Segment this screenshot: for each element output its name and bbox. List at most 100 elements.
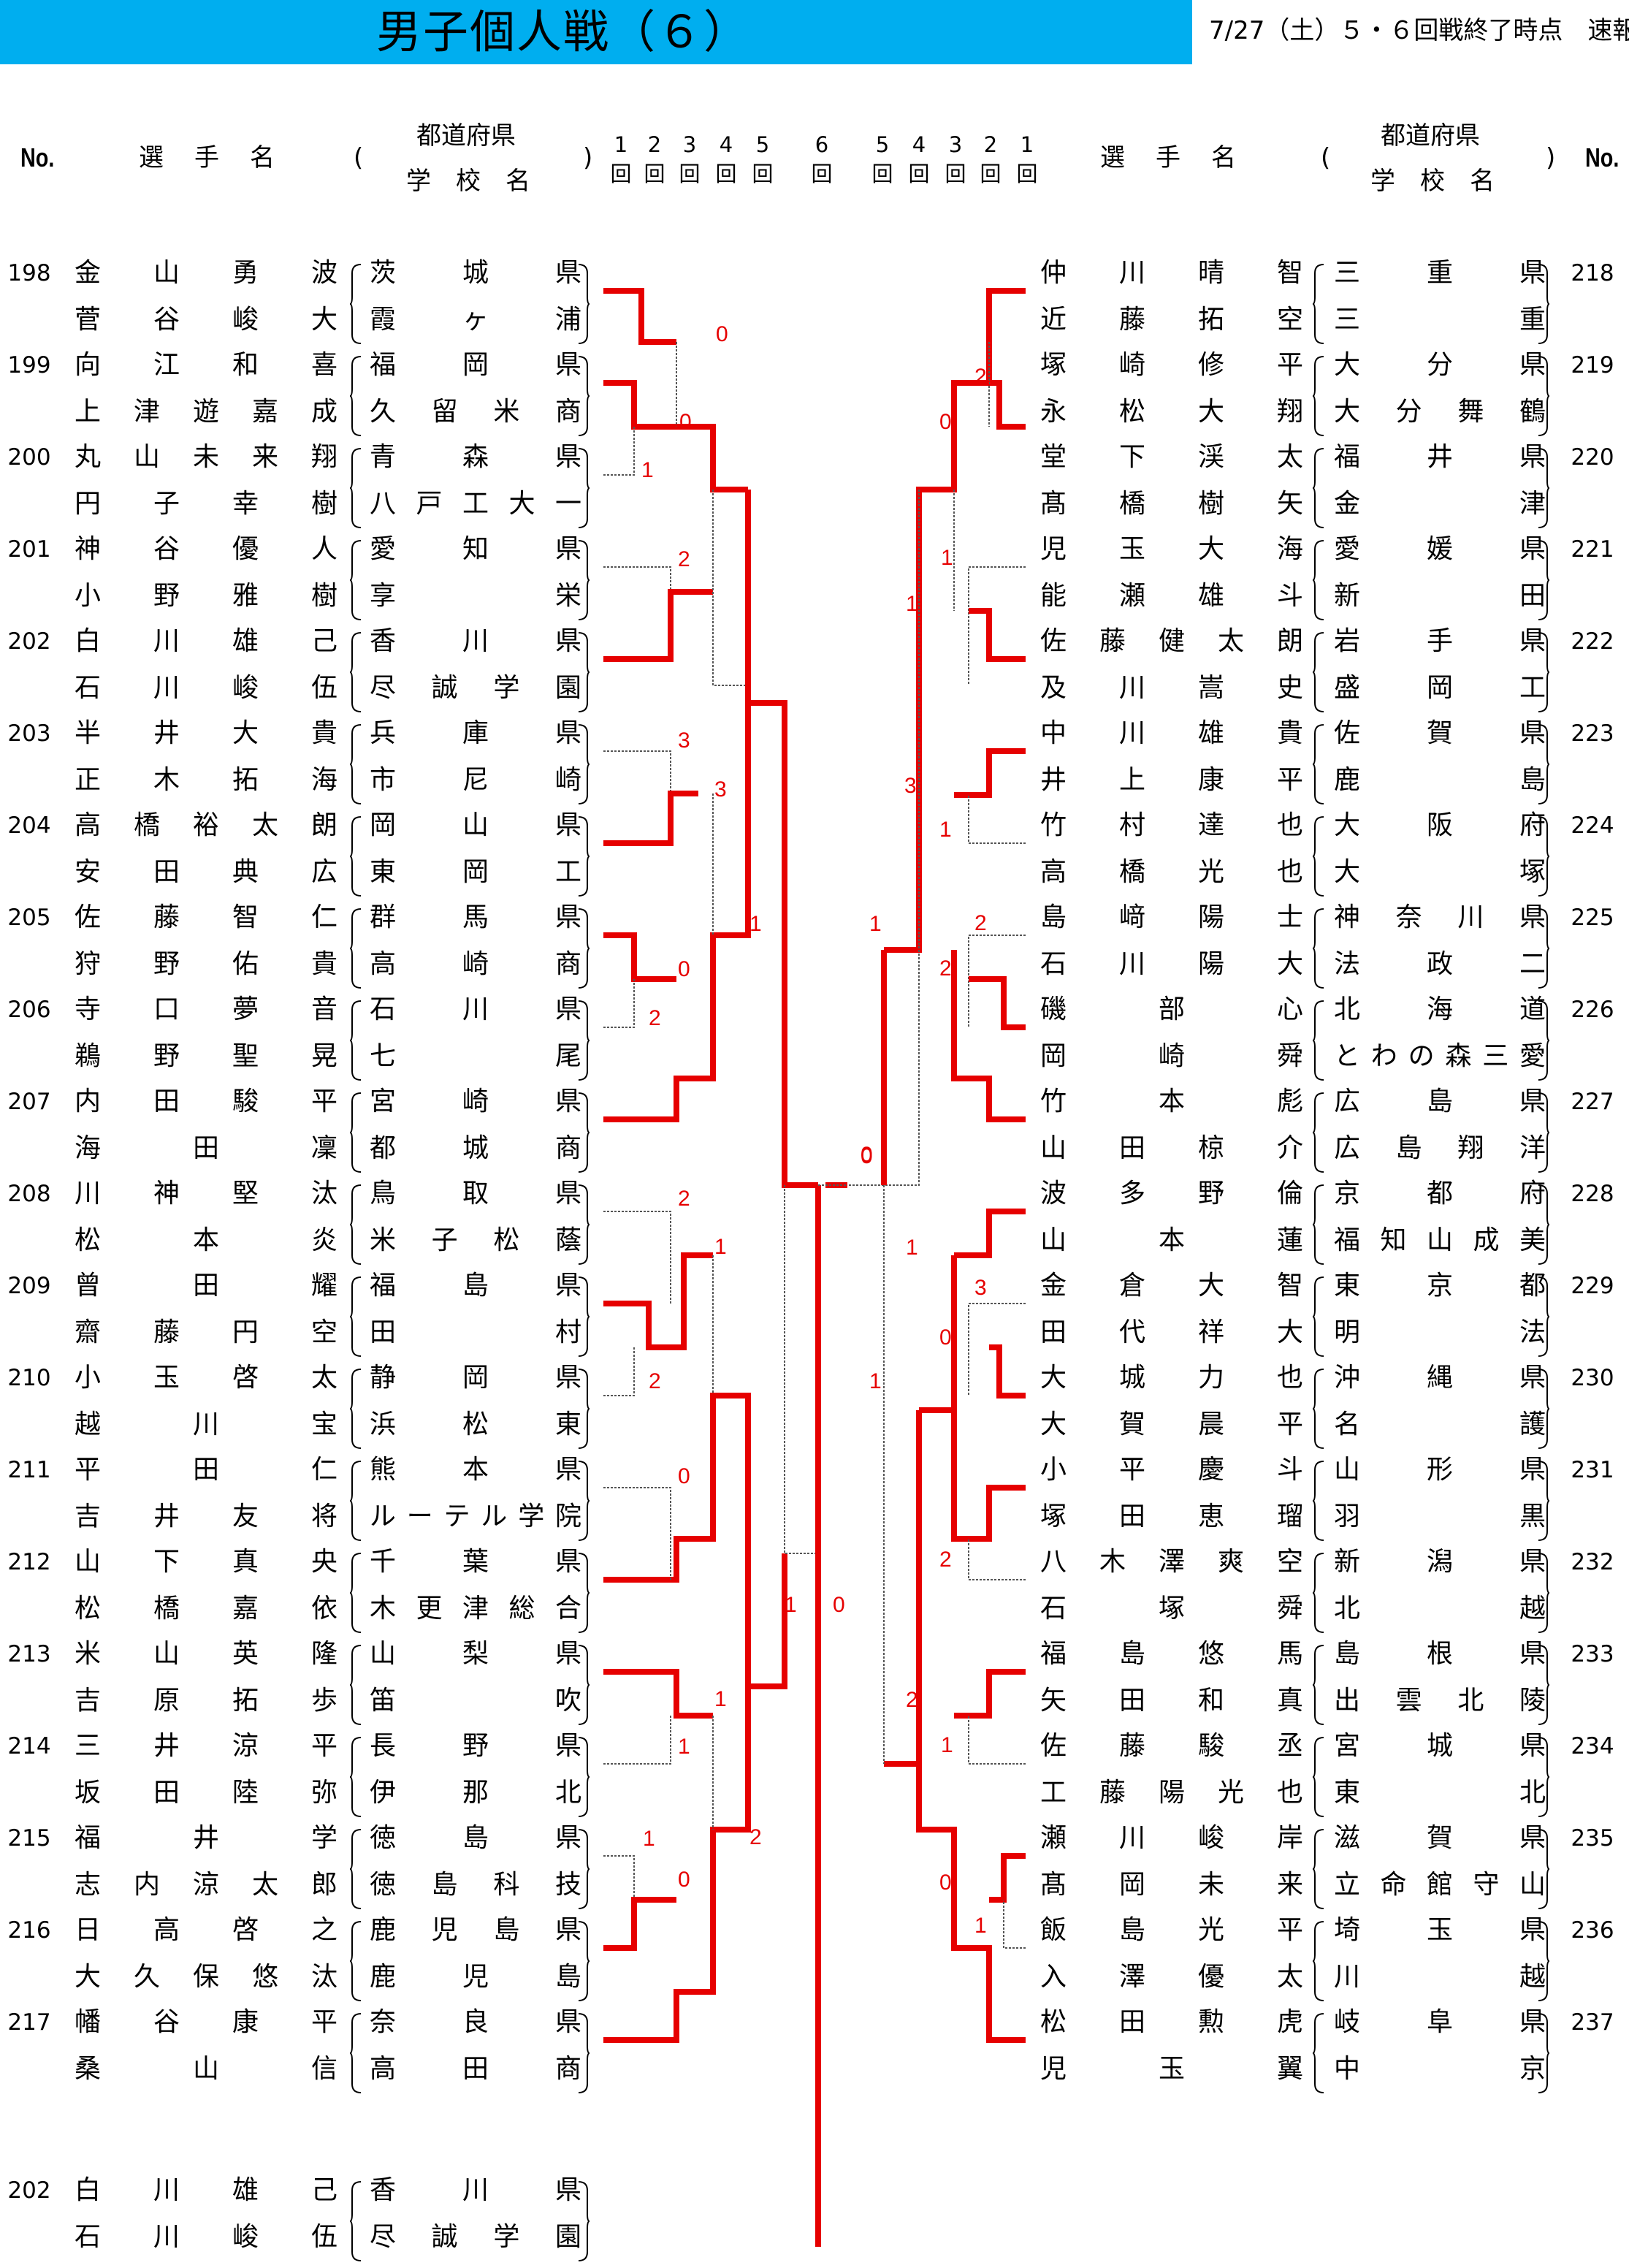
bracket-open-icon [1312, 1828, 1325, 1910]
school-name: 尽誠学園 [370, 673, 581, 703]
player-name-1: 松田勲虎 [1040, 2007, 1303, 2037]
bracket-line [603, 1897, 676, 1951]
player-name-2: 鵜野聖晃 [75, 1041, 337, 1071]
score-right: 1 [906, 1236, 918, 1260]
bracket-close-icon [577, 1552, 590, 1634]
bracket-open-icon [349, 1276, 362, 1358]
player-name-2: 山本蓮 [1040, 1225, 1303, 1255]
entry-number: 205 [7, 905, 51, 931]
bracket-close-icon [577, 1644, 590, 1726]
entry-number: 206 [7, 997, 51, 1023]
bracket-close-icon [1537, 907, 1550, 989]
bracket-close-icon [577, 355, 590, 437]
bracket-close-icon [577, 1368, 590, 1450]
entry-number: 213 [7, 1641, 51, 1667]
prefecture: 徳島県 [370, 1823, 581, 1853]
score-right: 2 [974, 365, 987, 389]
score-right: 2 [939, 956, 952, 981]
score-right: 1 [869, 1369, 882, 1393]
prefecture: 宮城県 [1334, 1731, 1546, 1761]
school-name: 米子松蔭 [370, 1225, 581, 1255]
player-name-2: 塚田恵瑠 [1040, 1502, 1303, 1531]
bracket-close-icon [1537, 1092, 1550, 1173]
player-name-1: 中川雄貴 [1040, 718, 1303, 748]
bracket-line [986, 288, 1026, 430]
bracket-close-icon [1537, 1736, 1550, 1818]
bracket-close-icon [1537, 1920, 1550, 2002]
round-number: 1 [1020, 132, 1034, 157]
player-name-1: 小平慶斗 [1040, 1455, 1303, 1485]
entry-number: 199 [7, 352, 51, 378]
page-title: 男子個人戦（６） [376, 5, 751, 58]
prefecture: 東京都 [1334, 1271, 1546, 1301]
bracket-line [989, 1344, 1026, 1399]
player-name-1: 八木澤爽空 [1040, 1547, 1303, 1577]
school-name: 出雲北陵 [1334, 1686, 1546, 1716]
score-right: 2 [906, 1688, 918, 1712]
bracket-close-icon [1537, 1828, 1550, 1910]
bracket-open-icon [1312, 355, 1325, 437]
prefecture: 千葉県 [370, 1547, 581, 1577]
player-name-1: 福島悠馬 [1040, 1639, 1303, 1669]
entry-number: 231 [1571, 1457, 1614, 1483]
school-name: 大塚 [1334, 857, 1546, 887]
player-name-2: 松橋嘉依 [75, 1594, 337, 1624]
prefecture: 岩手県 [1334, 626, 1546, 656]
entry-number: 209 [7, 1273, 51, 1299]
round-number: 4 [719, 132, 733, 157]
header-paren-open-left: ( [354, 143, 364, 172]
prefecture: 北海道 [1334, 994, 1546, 1024]
player-name-2: 石塚舜 [1040, 1594, 1303, 1624]
prefecture: 兵庫県 [370, 718, 581, 748]
school-name: 名護 [1334, 1409, 1546, 1439]
bracket-open-icon [349, 2012, 362, 2094]
entry-number: 202 [7, 2177, 51, 2204]
bracket-line [884, 380, 989, 953]
school-name: 鹿児島 [370, 1962, 581, 1992]
bracket-open-icon [349, 355, 362, 437]
prefecture: 奈良県 [370, 2007, 581, 2037]
round-label: 回 [715, 161, 737, 186]
bracket-close-icon [1537, 723, 1550, 805]
score-left: 2 [649, 1006, 661, 1030]
player-name-1: 白川雄己 [75, 626, 337, 656]
school-name: 七尾 [370, 1041, 581, 1071]
player-name-1: 白川雄己 [75, 2175, 337, 2205]
player-name-2: 志内涼太郎 [75, 1870, 337, 1900]
entry-number: 215 [7, 1825, 51, 1852]
school-name: 羽黒 [1334, 1502, 1546, 1531]
bracket-line [968, 566, 1026, 685]
bracket-line [603, 1716, 671, 1765]
player-name-2: 児玉翼 [1040, 2054, 1303, 2084]
bracket-line [603, 1686, 751, 2043]
bracket-open-icon [1312, 1552, 1325, 1634]
prefecture: 福井県 [1334, 442, 1546, 472]
player-name-2: 海田凜 [75, 1133, 337, 1163]
bracket-line [968, 795, 1026, 844]
score-right: 0 [939, 1325, 952, 1350]
entry-number: 221 [1571, 536, 1614, 563]
bracket-open-icon [1312, 907, 1325, 989]
player-name-1: 竹本彪 [1040, 1087, 1303, 1116]
school-name: 久留米商 [370, 397, 581, 427]
prefecture: 福岡県 [370, 350, 581, 380]
bracket-open-icon [1312, 2012, 1325, 2094]
player-name-2: 髙橋樹矢 [1040, 489, 1303, 519]
entry-number: 211 [7, 1457, 51, 1483]
bracket-open-icon [1312, 815, 1325, 897]
bracket-close-icon [577, 447, 590, 529]
bracket-close-icon [577, 723, 590, 805]
round-label: 回 [644, 161, 665, 186]
score-right: 0 [939, 1871, 952, 1895]
bracket-line [968, 1539, 1026, 1580]
school-name: 立命館守山 [1334, 1870, 1546, 1900]
school-name: 笛吹 [370, 1686, 581, 1716]
